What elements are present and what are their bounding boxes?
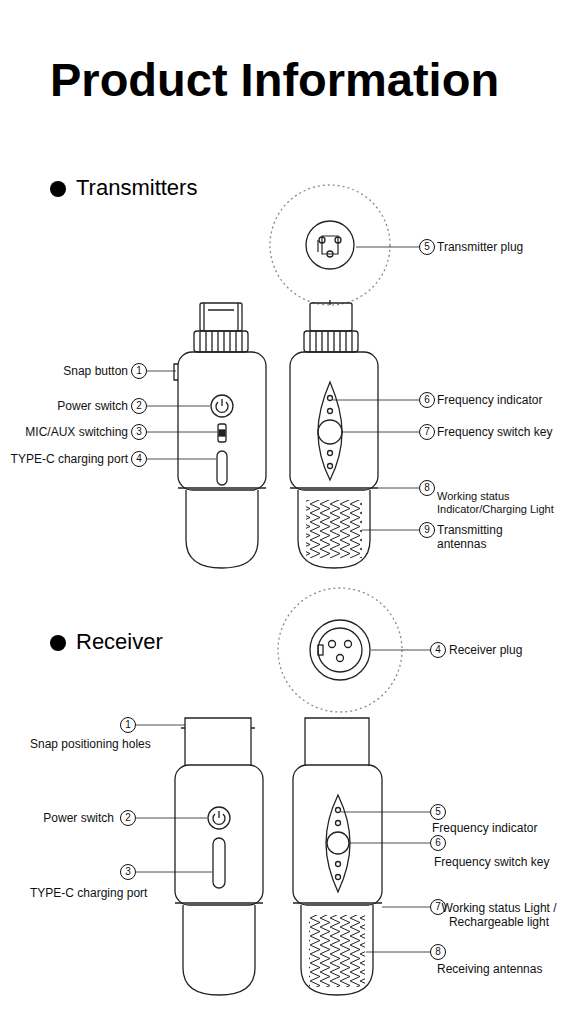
- callout-number: 8: [430, 944, 446, 960]
- part-label: Frequency switch key: [434, 855, 549, 869]
- part-label: Working status Light / Rechargeable ligh…: [440, 901, 558, 930]
- callout-number: 3: [131, 424, 147, 440]
- callout-number: 4: [430, 642, 446, 658]
- callout-number: 5: [430, 804, 446, 820]
- part-label: Frequency switch key: [437, 425, 552, 439]
- callout-number: 5: [419, 239, 435, 255]
- callout-number: 1: [120, 717, 136, 733]
- part-label: Transmitter plug: [437, 240, 523, 254]
- part-label: Receiver plug: [449, 643, 522, 657]
- part-label: Snap button: [63, 364, 128, 378]
- callout-number: 2: [120, 810, 136, 826]
- page-title: Product Information: [50, 52, 499, 107]
- part-label: Snap positioning holes: [30, 737, 151, 751]
- callout-number: 6: [419, 392, 435, 408]
- part-label: TYPE-C charging port: [11, 452, 128, 466]
- callout-number: 6: [430, 835, 446, 851]
- part-label: Transmitting antennas: [437, 523, 527, 552]
- part-label: Working status Indicator/Charging Light: [437, 490, 561, 516]
- callout-number: 1: [131, 363, 147, 379]
- callout-number: 2: [131, 398, 147, 414]
- part-label: Power switch: [57, 399, 128, 413]
- part-label: Frequency indicator: [437, 393, 542, 407]
- part-label: Frequency indicator: [432, 821, 537, 835]
- part-label: Power switch: [43, 811, 114, 825]
- callout-number: 8: [419, 480, 435, 496]
- section-heading: Transmitters: [76, 175, 197, 201]
- part-label: Receiving antennas: [437, 962, 542, 976]
- callout-number: 4: [131, 451, 147, 467]
- part-label: TYPE-C charging port: [30, 886, 147, 900]
- callout-number: 9: [419, 522, 435, 538]
- callout-number: 7: [419, 424, 435, 440]
- section-heading: Receiver: [76, 629, 163, 655]
- callout-number: 3: [120, 864, 136, 880]
- part-label: MIC/AUX switching: [25, 425, 128, 439]
